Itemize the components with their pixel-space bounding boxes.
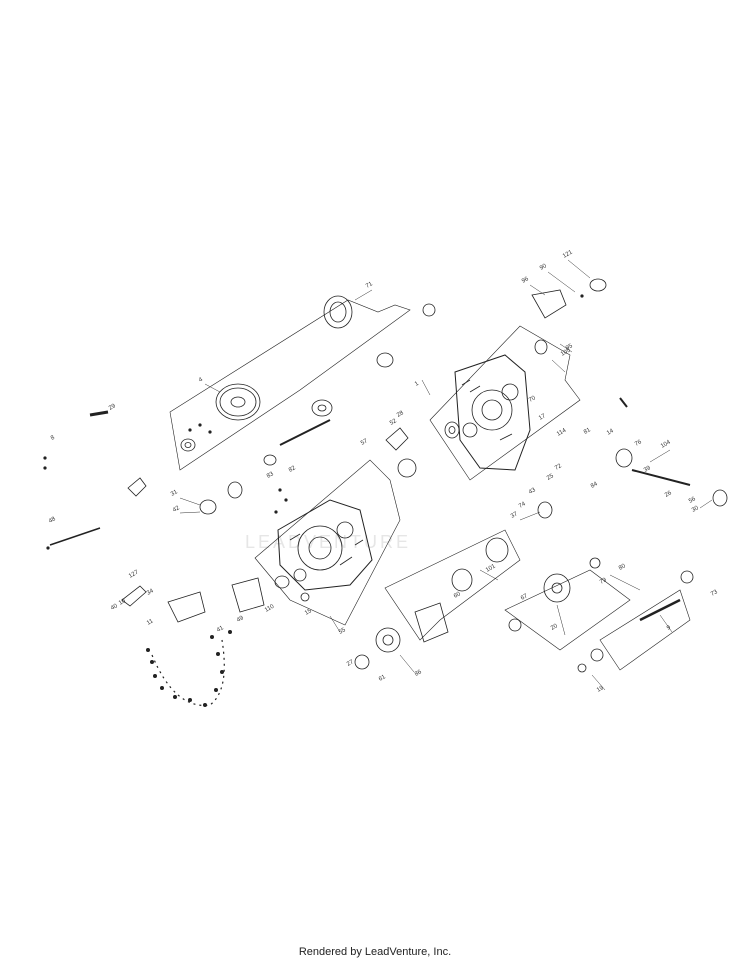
- callout-label: 74: [518, 501, 527, 510]
- callout-label: 84: [590, 481, 599, 490]
- callout-label: 121: [562, 249, 574, 260]
- group-frame-far-right: [599, 589, 691, 671]
- bracket-top-right: [531, 289, 567, 319]
- rod-left: [49, 527, 101, 546]
- large-gear-drawing: [215, 383, 261, 421]
- shift-fork-left: [127, 477, 147, 497]
- group-frame-lower-center: [384, 529, 521, 641]
- callout-label: 104: [660, 439, 672, 450]
- callout-label: 27: [346, 659, 355, 668]
- callout-label: 114: [556, 427, 568, 437]
- group-frame-lower-right: [504, 569, 631, 651]
- callout-label: 67: [520, 593, 529, 602]
- callout-label: 40: [110, 603, 119, 612]
- callout-label: 28: [396, 410, 405, 419]
- callout-label: 127: [128, 569, 140, 580]
- callout-label: 48: [48, 516, 57, 525]
- callout-label: 71: [365, 281, 374, 290]
- callout-label: 8: [50, 435, 56, 442]
- callout-label: 72: [554, 463, 563, 472]
- pump-housing: [231, 577, 265, 613]
- callout-label: 55: [338, 627, 347, 636]
- callout-label: 4: [198, 377, 204, 384]
- watermark-text: LEADVENTURE: [245, 532, 411, 552]
- callout-label: 82: [288, 465, 297, 474]
- callout-label: 83: [266, 471, 275, 480]
- group-frame-upper-left: [169, 299, 411, 471]
- callout-label: 79: [599, 577, 608, 586]
- callout-label: 110: [264, 603, 276, 613]
- callout-label: 49: [236, 615, 245, 624]
- callout-label: 96: [521, 276, 530, 285]
- ring-gear-drawing: [323, 295, 353, 329]
- callout-label: 9: [666, 625, 672, 632]
- shaft-right: [631, 469, 691, 486]
- center-housing-drawing: [277, 499, 373, 591]
- callout-label: 26: [664, 490, 673, 499]
- callout-label: 57: [360, 438, 369, 447]
- callout-label: 1: [414, 381, 420, 388]
- shaft-left: [89, 410, 109, 417]
- pin-right: [619, 397, 628, 408]
- cover-plate: [414, 602, 449, 643]
- shaft-lower-right: [639, 598, 681, 622]
- callout-label: 10: [118, 598, 127, 607]
- footer-credit: Rendered by LeadVenture, Inc.: [298, 946, 452, 958]
- callout-label: 95: [565, 343, 574, 352]
- gasket-curve-left: [151, 639, 225, 706]
- callout-label: 20: [550, 623, 559, 632]
- group-frame-right-housing: [429, 325, 581, 481]
- callout-label: 19: [596, 685, 605, 694]
- callout-labels: 1219096714105951314248104302937341040127…: [48, 249, 719, 694]
- callout-label: 76: [634, 439, 643, 448]
- callout-label: 60: [453, 591, 462, 600]
- callout-label: 86: [414, 669, 423, 678]
- callout-label: 30: [691, 505, 700, 514]
- callout-label: 105: [560, 347, 572, 358]
- callout-label: 101: [485, 563, 497, 574]
- shaft-upper: [279, 419, 331, 446]
- shift-fork-center: [385, 427, 409, 451]
- bracket-left: [167, 591, 206, 623]
- callout-label: 17: [538, 413, 547, 422]
- callout-label: 25: [546, 473, 555, 482]
- callout-label: 37: [510, 511, 519, 520]
- callout-label: 80: [618, 563, 627, 572]
- callout-label: 73: [710, 589, 719, 598]
- callout-label: 14: [606, 428, 615, 437]
- callout-label: 15: [304, 608, 313, 617]
- callout-label: 56: [688, 496, 697, 505]
- callout-label: 70: [528, 395, 537, 404]
- lever-left: [121, 585, 147, 607]
- right-housing-drawing: [454, 354, 531, 471]
- callout-label: 81: [583, 427, 592, 436]
- callout-label: 61: [378, 674, 387, 683]
- callout-label: 31: [170, 489, 179, 498]
- callout-label: 42: [172, 505, 181, 514]
- callout-label: 41: [216, 625, 225, 634]
- callout-label: 90: [539, 263, 548, 272]
- callout-label: 29: [108, 403, 117, 412]
- callout-label: 39: [643, 465, 652, 474]
- washers-and-bearings: [180, 278, 728, 673]
- fastener-dots: [43, 294, 584, 707]
- callout-label: 43: [528, 487, 537, 496]
- callout-label: 52: [389, 418, 398, 427]
- callout-label: 11: [146, 618, 155, 627]
- callout-label: 34: [146, 588, 155, 597]
- group-frame-center-housing: [254, 459, 401, 626]
- callout-leaders: [179, 259, 713, 691]
